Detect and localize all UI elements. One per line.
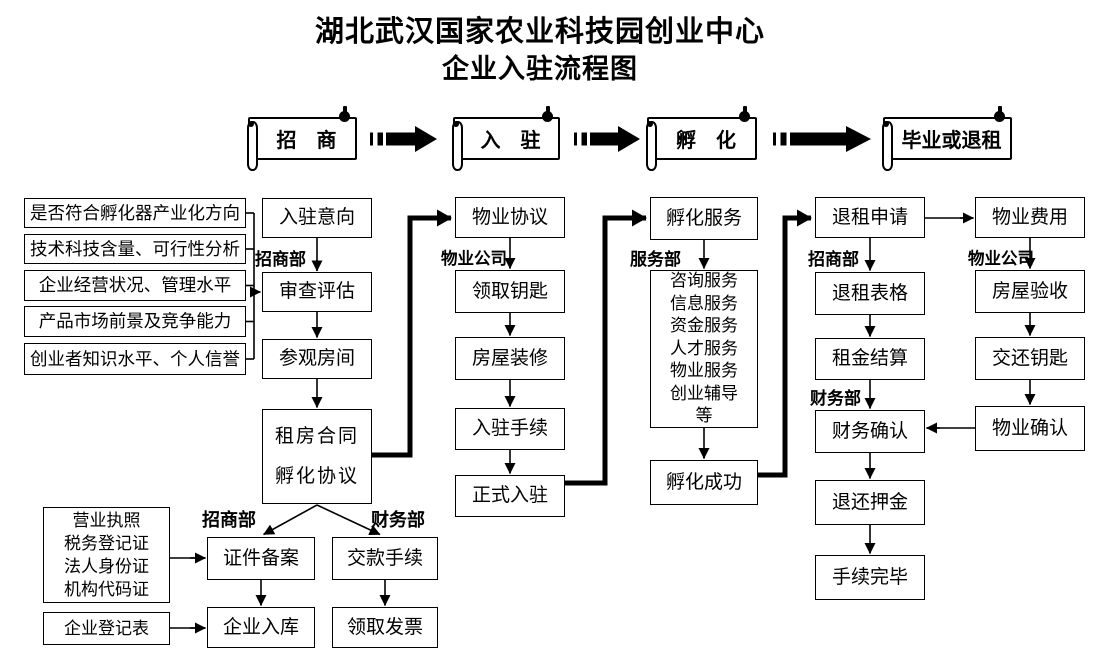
connector-contract-to-property-agreement xyxy=(372,209,452,458)
phase-arrow-2 xyxy=(574,126,640,152)
scroll-pin-icon xyxy=(542,106,553,122)
doc-line-business-license: 营业执照 xyxy=(72,511,141,530)
service-line-information: 信息服务 xyxy=(670,293,738,313)
dept-label-wuye-entry: 物业公司 xyxy=(441,250,507,268)
thick-connectors xyxy=(372,209,812,486)
dept-label-fuwu: 服务部 xyxy=(630,250,681,269)
scroll-roll-icon xyxy=(247,121,258,171)
banner-zhaoshang: 招 商 xyxy=(247,106,357,171)
phase-arrow-3 xyxy=(773,126,871,152)
service-line-talent: 人才服务 xyxy=(670,338,738,358)
service-line-coaching: 创业辅导 xyxy=(670,383,738,403)
box-review-evaluation: 审查评估 xyxy=(262,272,372,312)
box-room-visit: 参观房间 xyxy=(262,339,372,379)
contract-line-2: 孵化协议 xyxy=(274,465,359,487)
box-payment-procedure: 交款手续 xyxy=(332,537,438,580)
box-company-entry: 企业入库 xyxy=(207,607,315,648)
box-rental-contract: 租房合同 孵化协议 xyxy=(262,409,372,504)
thin-arrowheads xyxy=(190,212,1036,634)
banner-label: 入 驻 xyxy=(480,130,541,152)
page-title: 湖北武汉国家农业科技园创业中心 xyxy=(314,16,765,48)
criteria-box-technology: 技术科技含量、可行性分析 xyxy=(24,234,246,264)
banner-fuhua: 孵 化 xyxy=(646,106,757,171)
contract-line-1: 租房合同 xyxy=(274,425,359,447)
box-entry-intent: 入驻意向 xyxy=(262,198,372,238)
arrow-contract-to-payment xyxy=(316,504,381,536)
banner-label: 招 商 xyxy=(276,130,337,152)
arrow-contract-to-certificate-filing xyxy=(263,504,318,536)
box-certificates: 营业执照 税务登记证 法人身份证 机构代码证 xyxy=(43,507,170,603)
box-lease-exit-form: 退租表格 xyxy=(815,272,925,315)
box-service-list: 咨询服务 信息服务 资金服务 人才服务 物业服务 创业辅导 等 xyxy=(650,270,758,428)
scroll-pin-icon xyxy=(339,106,350,122)
box-rent-settlement: 租金结算 xyxy=(815,338,925,380)
box-property-fee: 物业费用 xyxy=(975,197,1085,238)
box-receive-keys: 领取钥匙 xyxy=(455,270,565,313)
box-entry-procedure: 入驻手续 xyxy=(455,408,565,450)
box-deposit-refund: 退还押金 xyxy=(815,480,925,525)
dept-label-caiwu-exit: 财务部 xyxy=(810,389,861,408)
banner-graduation-or-exit: 毕业或退租 xyxy=(882,106,1012,171)
box-official-entry: 正式入驻 xyxy=(455,475,565,517)
doc-line-organization-code: 机构代码证 xyxy=(64,580,149,599)
doc-line-tax-registration: 税务登记证 xyxy=(64,534,149,553)
box-receive-invoice: 领取发票 xyxy=(332,607,438,648)
box-lease-exit-application: 退租申请 xyxy=(815,197,925,238)
dept-label-zhaoshang-exit: 招商部 xyxy=(808,250,859,269)
box-property-confirmation: 物业确认 xyxy=(975,406,1085,451)
service-line-funding: 资金服务 xyxy=(670,316,738,336)
scroll-roll-icon xyxy=(646,121,657,171)
banner-label: 毕业或退租 xyxy=(901,130,1002,152)
scroll-pin-icon xyxy=(739,106,750,122)
banner-ruzhu: 入 驻 xyxy=(452,106,560,171)
criteria-box-market: 产品市场前景及竞争能力 xyxy=(24,306,246,337)
box-incubation-success: 孵化成功 xyxy=(650,460,758,505)
service-line-consulting: 咨询服务 xyxy=(670,271,738,291)
box-room-decoration: 房屋装修 xyxy=(455,337,565,380)
dept-label-caiwu-registration: 财务部 xyxy=(371,510,425,530)
service-line-property: 物业服务 xyxy=(670,361,738,381)
service-line-etc: 等 xyxy=(695,406,713,426)
box-house-inspection: 房屋验收 xyxy=(975,270,1085,313)
dept-label-wuye-exit: 物业公司 xyxy=(968,250,1034,268)
banner-label: 孵 化 xyxy=(676,130,736,152)
phase-arrow-1 xyxy=(370,126,437,152)
criteria-bracket xyxy=(246,212,261,360)
scroll-roll-icon xyxy=(882,121,893,171)
doc-line-legal-person-id: 法人身份证 xyxy=(64,557,149,576)
box-procedure-complete: 手续完毕 xyxy=(815,555,925,600)
dept-label-zhaoshang-registration: 招商部 xyxy=(202,510,256,530)
criteria-box-credibility: 创业者知识水平、个人信誉 xyxy=(24,343,246,375)
connector-official-entry-to-incubation xyxy=(565,209,647,486)
criteria-box-direction: 是否符合孵化器产业化方向 xyxy=(24,198,246,228)
dept-label-zhaoshang-admission: 招商部 xyxy=(255,250,306,269)
phase-arrows xyxy=(370,126,871,152)
box-company-registration-form: 企业登记表 xyxy=(43,612,170,645)
box-incubation-service: 孵化服务 xyxy=(650,197,758,240)
box-property-agreement: 物业协议 xyxy=(455,197,565,238)
page-subtitle: 企业入驻流程图 xyxy=(442,54,638,84)
scroll-pin-icon xyxy=(994,106,1005,122)
criteria-box-operation: 企业经营状况、管理水平 xyxy=(24,270,246,301)
box-return-keys: 交还钥匙 xyxy=(975,337,1085,380)
connector-success-to-exit-application xyxy=(758,209,812,478)
scroll-roll-icon xyxy=(452,121,463,171)
box-certificate-filing: 证件备案 xyxy=(207,537,315,580)
box-finance-confirmation: 财务确认 xyxy=(815,410,925,453)
